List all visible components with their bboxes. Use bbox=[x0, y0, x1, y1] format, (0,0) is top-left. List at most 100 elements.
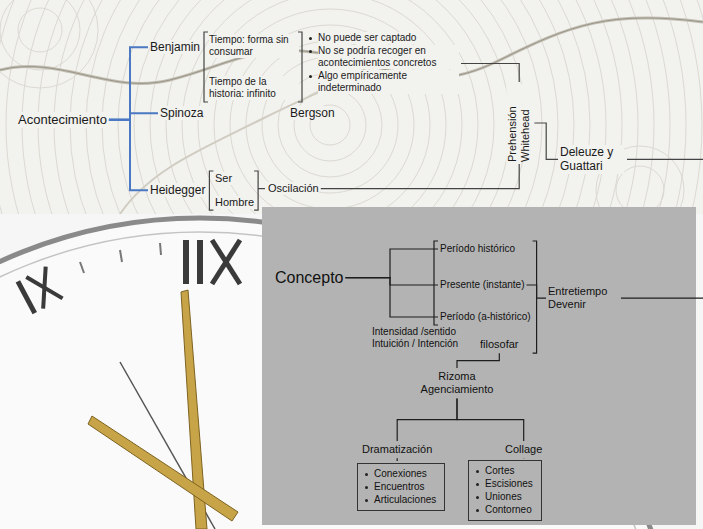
node-text: Benjamin bbox=[150, 40, 200, 54]
idea-label: Hombre bbox=[215, 196, 254, 209]
node-text: Hombre bbox=[215, 196, 254, 209]
bullet-dot bbox=[476, 470, 479, 473]
node-text: Concepto bbox=[275, 268, 344, 287]
bullet-dot bbox=[309, 50, 312, 53]
node-text: Deleuze y Guattari bbox=[560, 145, 624, 174]
root-concept: Acontecimiento bbox=[18, 112, 107, 128]
idea-label: Entretiempo Devenir bbox=[548, 285, 618, 311]
node-text: Ser bbox=[215, 172, 232, 185]
period-label: Presente (instante) bbox=[440, 279, 525, 291]
connector bbox=[346, 249, 439, 278]
idea-label: Tiempo de la historia: infinito bbox=[209, 76, 299, 100]
node-text: Bergson bbox=[290, 106, 335, 120]
author-label: Benjamin bbox=[150, 40, 200, 54]
list-item-text: No se podría recoger en acontecimientos … bbox=[318, 45, 459, 69]
map-texture bbox=[0, 0, 703, 214]
node-text: Dramatización bbox=[362, 443, 432, 456]
bullet-dot bbox=[476, 509, 479, 512]
period-label: Período histórico bbox=[440, 243, 515, 255]
node-text: Collage bbox=[505, 443, 542, 456]
author-label: Heidegger bbox=[150, 183, 205, 197]
list-row: Escisiones bbox=[476, 478, 533, 490]
list-item-text: Uniones bbox=[485, 491, 522, 503]
list-row: Uniones bbox=[476, 491, 533, 503]
map-road bbox=[0, 18, 703, 214]
bullet-dot bbox=[365, 473, 368, 476]
author-label: Deleuze y Guattari bbox=[560, 145, 624, 174]
list-row: Cortes bbox=[476, 465, 533, 477]
leader-line bbox=[621, 298, 703, 299]
bracket bbox=[254, 171, 258, 210]
main-concept: Concepto bbox=[275, 268, 344, 287]
list-item-text: Algo empíricamente indeterminado bbox=[318, 70, 459, 94]
connector bbox=[397, 398, 457, 441]
period-label: Período (a-histórico) bbox=[440, 311, 531, 323]
vertical-label: Prehensión Whitehead bbox=[506, 84, 532, 162]
connector bbox=[457, 398, 524, 441]
list-row: Articulaciones bbox=[365, 494, 436, 506]
leader-line bbox=[627, 159, 703, 160]
bracket-tick bbox=[258, 188, 265, 189]
node-text: Presente (instante) bbox=[440, 279, 525, 291]
connector bbox=[523, 457, 524, 458]
list-row: No puede ser captado bbox=[309, 32, 459, 44]
node-text: Acontecimiento bbox=[18, 112, 107, 128]
note-label: Intensidad /sentido Intuición / Intenció… bbox=[372, 326, 472, 350]
list-item-text: Cortes bbox=[485, 465, 514, 477]
list-item-text: Conexiones bbox=[374, 468, 427, 480]
list-row: Encuentros bbox=[365, 481, 436, 493]
node-text: Oscilación bbox=[268, 182, 319, 195]
list-item-text: Articulaciones bbox=[374, 494, 436, 506]
idea-label: Ser bbox=[215, 172, 232, 185]
connector bbox=[527, 285, 547, 298]
idea-label: Oscilación bbox=[268, 182, 319, 195]
bullet-dot bbox=[309, 37, 312, 40]
bracket bbox=[209, 171, 213, 210]
grey-panel bbox=[262, 207, 696, 525]
list-row: Algo empíricamente indeterminado bbox=[309, 70, 459, 94]
connector bbox=[346, 278, 439, 285]
connector bbox=[109, 120, 148, 190]
connector bbox=[109, 47, 148, 120]
node-text: Período histórico bbox=[440, 243, 515, 255]
list-item-text: No puede ser captado bbox=[318, 32, 416, 44]
idea-label: filosofar bbox=[480, 338, 519, 351]
list-row: Conexiones bbox=[365, 468, 436, 480]
list-row: No se podría recoger en acontecimientos … bbox=[309, 45, 459, 69]
node-text: Período (a-histórico) bbox=[440, 311, 531, 323]
connector bbox=[397, 458, 398, 461]
map-ground bbox=[0, 0, 703, 214]
node-text: Tiempo: forma sin consumar bbox=[209, 34, 299, 58]
bracket bbox=[434, 241, 438, 325]
connector bbox=[457, 353, 499, 368]
connector bbox=[534, 123, 558, 159]
node-text: Rizoma Agenciamiento bbox=[415, 370, 499, 396]
list-item-text: Encuentros bbox=[374, 481, 425, 493]
connector bbox=[346, 278, 439, 317]
bullet-dot bbox=[365, 486, 368, 489]
connector bbox=[321, 164, 519, 189]
node-text: filosofar bbox=[480, 338, 519, 351]
bullet-dot bbox=[476, 496, 479, 499]
node-text: Spinoza bbox=[160, 106, 203, 120]
list-row: Contorneo bbox=[476, 504, 533, 516]
list-box: CortesEscisionesUnionesContorneo bbox=[468, 460, 542, 521]
node-text: Prehensión Whitehead bbox=[506, 84, 532, 162]
author-label: Bergson bbox=[290, 106, 335, 120]
author-label: Spinoza bbox=[160, 106, 203, 120]
connector bbox=[461, 64, 519, 83]
idea-label: Tiempo: forma sin consumar bbox=[209, 34, 299, 58]
bracket bbox=[204, 32, 208, 102]
bullet-dot bbox=[476, 483, 479, 486]
bullet-dot bbox=[365, 499, 368, 502]
node-text: Intensidad /sentido Intuición / Intenció… bbox=[372, 326, 472, 350]
node-text: Tiempo de la historia: infinito bbox=[209, 76, 299, 100]
node-text: Entretiempo Devenir bbox=[548, 285, 618, 311]
branch-label: Collage bbox=[505, 443, 542, 456]
list-item-text: Escisiones bbox=[485, 478, 533, 490]
bullet-dot bbox=[309, 75, 312, 78]
list-box: ConexionesEncuentrosArticulaciones bbox=[357, 463, 445, 511]
list-item-text: Contorneo bbox=[485, 504, 532, 516]
node-text: Heidegger bbox=[150, 183, 205, 197]
